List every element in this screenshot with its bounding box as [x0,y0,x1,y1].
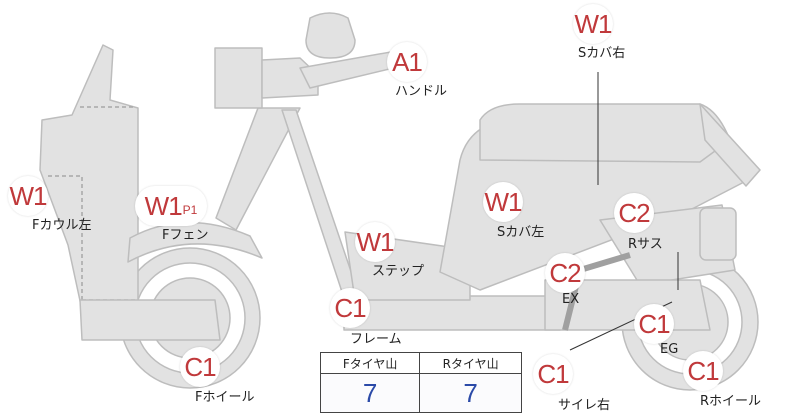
marker-code: C1 [537,359,569,389]
marker-code: C1 [638,309,670,339]
marker-code: C2 [618,198,650,228]
front-tire-tread-header: Fタイヤ山 [319,352,421,374]
label-rear-wheel: Rホイール [700,394,762,409]
label-rear-suspension: Rサス [628,237,663,252]
marker-a1-handle: A1 [387,42,427,82]
label-seat-cover-left: Sカバ左 [497,225,545,240]
marker-code: W1 [144,191,183,221]
marker-w1-seat-cover-right: W1 [573,4,613,44]
rear-tire-tread-value: 7 [419,373,522,413]
marker-c2-rear-suspension: C2 [614,193,654,233]
seat-shape [479,103,731,163]
marker-code: A1 [392,47,423,77]
label-engine: EG [660,342,679,357]
label-front-fender: Fフェン [162,228,209,243]
marker-c2-exhaust: C2 [545,253,585,293]
mirror-shape [305,12,356,59]
marker-code: C2 [549,258,581,288]
marker-c1-engine: C1 [634,304,674,344]
tire-table-value-row: 7 7 [319,373,522,413]
marker-subcode: P1 [182,203,198,217]
marker-code: C1 [687,356,719,386]
frame-shape [281,109,359,299]
label-frame: フレーム [350,332,402,347]
front-cowl-shape [39,44,139,311]
marker-c1-muffler-right: C1 [533,354,573,394]
marker-c1-frame: C1 [330,288,370,328]
front-tire-tread-value: 7 [319,373,421,413]
marker-c1-rear-wheel: C1 [683,351,723,391]
marker-c1-front-wheel: C1 [180,347,220,387]
rear-tire-tread-header: Rタイヤ山 [419,352,522,374]
label-front-cowl-left: Fカウル左 [32,218,92,233]
marker-code: W1 [574,9,613,39]
tire-tread-table: Fタイヤ山 Rタイヤ山 7 7 [319,352,522,413]
label-front-wheel: Fホイール [195,390,255,405]
tire-table-header-row: Fタイヤ山 Rタイヤ山 [319,352,522,374]
label-muffler-right: サイレ右 [558,398,611,413]
front-fork-shape [215,107,301,231]
headlight-shape [214,47,263,109]
marker-w1-seat-cover-left: W1 [483,182,523,222]
label-handle: ハンドル [395,84,448,99]
marker-w1-step: W1 [355,222,395,262]
marker-w1-front-cowl-left: W1 [8,176,48,216]
marker-code: W1 [9,181,48,211]
marker-code: C1 [184,352,216,382]
label-seat-cover-right: Sカバ右 [578,46,626,61]
marker-w1-front-fender: W1 P1 [135,186,207,226]
label-step: ステップ [372,264,425,279]
marker-code: W1 [356,227,395,257]
marker-code: C1 [334,293,366,323]
marker-code: W1 [484,187,523,217]
label-exhaust: EX [562,292,580,307]
